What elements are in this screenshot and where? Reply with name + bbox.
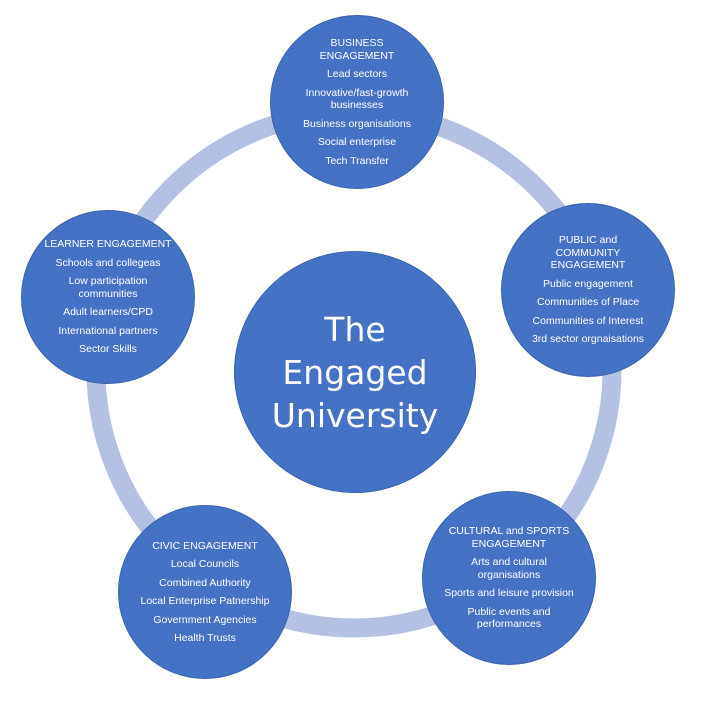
heading: CULTURAL and SPORTS — [448, 525, 570, 538]
list-item: Lead sectors — [326, 68, 388, 80]
list-item: Social enterprise — [317, 136, 397, 148]
heading: LEARNER ENGAGEMENT — [44, 238, 172, 251]
list-item: Communities of Interest — [532, 314, 644, 327]
heading: PUBLIC and — [558, 234, 618, 247]
list-item: Public events and performances — [467, 605, 551, 631]
list-item: Combined Authority — [159, 576, 251, 589]
civic-engagement-circle: CIVIC ENGAGEMENT Local Councils Combined… — [118, 505, 292, 679]
list-item: Government Agencies — [153, 613, 257, 626]
list-item: Schools and collegeas — [55, 256, 161, 269]
list-item: Low participation communities — [68, 275, 148, 300]
list-item: Business organisations — [303, 117, 411, 130]
center-title-line: Engaged — [282, 352, 428, 392]
list-item: Public engagement — [543, 277, 633, 290]
center-title-line: The — [324, 309, 386, 349]
center-circle: The Engaged University — [234, 251, 476, 493]
list-item: Local Enterprise Patnership — [140, 595, 270, 607]
list-item: Local Councils — [170, 558, 240, 570]
list-item: Arts and cultural organisations — [471, 556, 547, 581]
list-item: International partners — [58, 324, 158, 337]
center-title-line: University — [271, 395, 439, 435]
heading: BUSINESS — [330, 37, 384, 49]
heading: CIVIC ENGAGEMENT — [152, 539, 258, 552]
list-item: Tech Transfer — [325, 154, 389, 167]
heading: ENGAGEMENT — [319, 49, 395, 62]
list-item: 3rd sector orgnaisations — [531, 333, 645, 346]
heading: ENGAGEMENT — [471, 537, 547, 550]
list-item: Sector Skills — [79, 343, 137, 356]
list-item: Communities of Place — [536, 296, 640, 309]
list-item: Health Trusts — [174, 632, 236, 644]
list-item: Sports and leisure provision — [444, 587, 574, 600]
learner-engagement-circle: LEARNER ENGAGEMENT Schools and collegeas… — [21, 210, 195, 384]
list-item: Adult learners/CPD — [63, 306, 153, 319]
list-item: Innovative/fast-growth businesses — [305, 86, 409, 112]
heading: COMMUNITY — [555, 246, 621, 259]
heading: ENGAGEMENT — [550, 259, 626, 272]
